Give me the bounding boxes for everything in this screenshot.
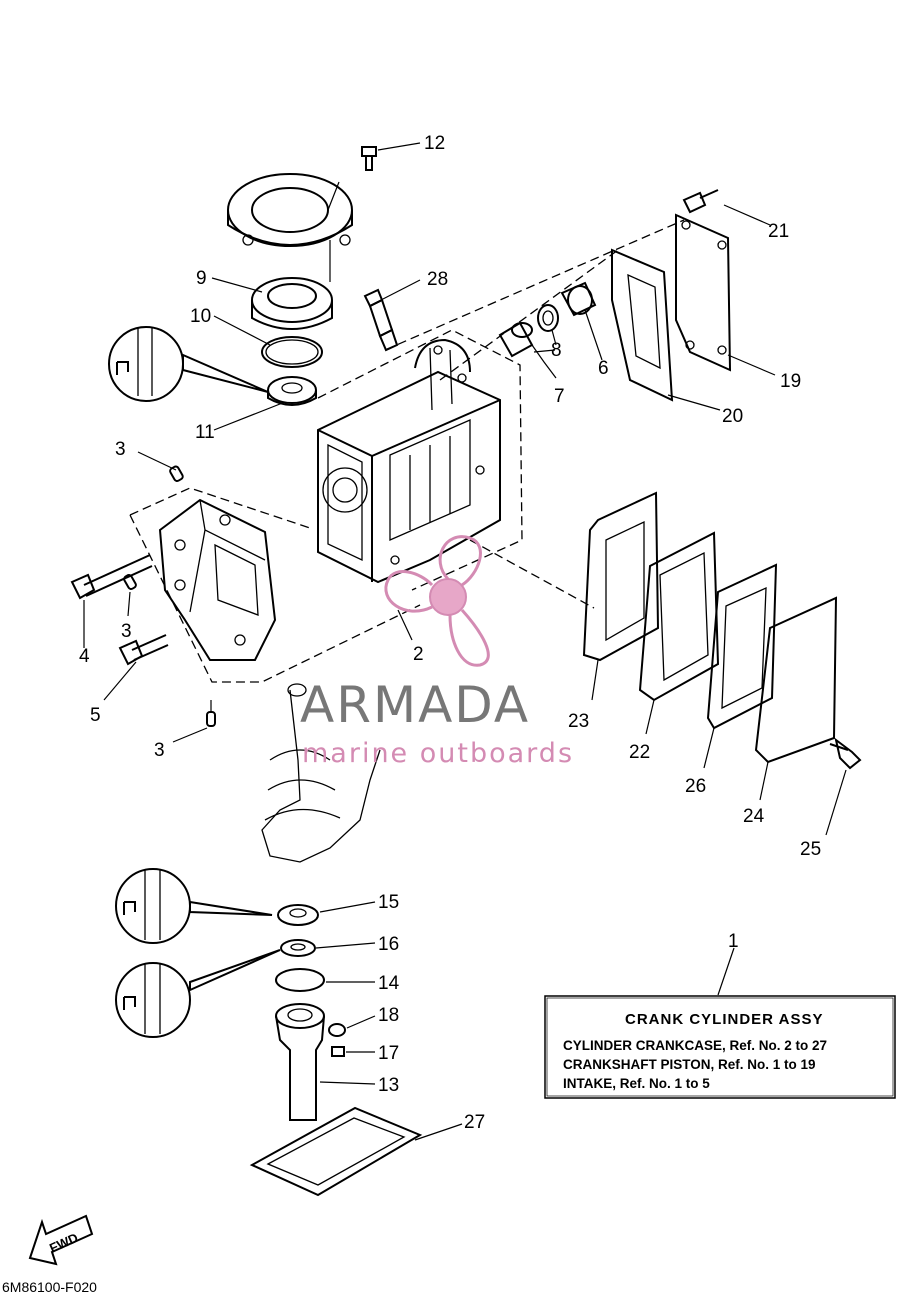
gasket-27: [249, 1106, 423, 1197]
cover-6: [560, 281, 597, 317]
crankcase-half: [129, 487, 421, 683]
gasket-8: [537, 304, 559, 332]
info-box-title: CRANK CYLINDER ASSY: [625, 1011, 823, 1028]
watermark-subtitle: marine outboards: [302, 738, 574, 769]
gasket-20: [611, 248, 674, 402]
part-number-22: 22: [629, 742, 650, 763]
part-number-7: 7: [554, 386, 565, 407]
part-number-26: 26: [685, 776, 706, 797]
info-box-line-3: INTAKE, Ref. No. 1 to 5: [563, 1076, 710, 1091]
oil-seal-11: [267, 376, 317, 406]
oil-seal-16: [280, 939, 316, 957]
part-number-24: 24: [743, 806, 765, 827]
exhaust-cover-19: [675, 213, 732, 372]
part-number-13: 13: [378, 1075, 399, 1096]
part-number-11: 11: [195, 422, 215, 443]
part-number-2: 2: [413, 644, 424, 665]
part-number-16: 16: [378, 934, 399, 955]
inset-seal-detail-top: [108, 326, 269, 402]
part-number-3a: 3: [115, 439, 126, 460]
part-number-12: 12: [424, 133, 445, 154]
part-number-28: 28: [427, 269, 448, 290]
oil-seal-15: [277, 904, 319, 926]
inset-seal-detail-mid: [115, 868, 273, 944]
bolt-25: [829, 737, 862, 770]
part-number-23: 23: [568, 711, 589, 732]
part-number-15: 15: [378, 892, 399, 913]
thermostat-7: [498, 321, 534, 358]
screw-17: [331, 1046, 345, 1057]
part-number-19: 19: [780, 371, 801, 392]
part-number-4: 4: [79, 646, 90, 667]
washer-18: [328, 1023, 346, 1037]
part-number-14: 14: [378, 973, 400, 994]
o-ring-10: [261, 336, 323, 368]
spark-plug-28: [363, 288, 399, 352]
watermark-brand: ARMADA: [300, 676, 530, 734]
seal-housing-13: [275, 1003, 325, 1121]
screw-12: [361, 146, 377, 171]
part-number-9: 9: [196, 268, 207, 289]
info-box-line-1: CYLINDER CRANKCASE, Ref. No. 2 to 27: [563, 1038, 827, 1053]
seal-housing-9: [251, 277, 333, 330]
part-number-18: 18: [378, 1005, 399, 1026]
part-number-6: 6: [598, 358, 609, 379]
cylinder-block: [317, 329, 523, 591]
part-number-25: 25: [800, 839, 821, 860]
info-box-line-2: CRANKSHAFT PISTON, Ref. No. 1 to 19: [563, 1057, 816, 1072]
fwd-arrow-icon: FWD: [28, 1214, 94, 1266]
part-number-3b: 3: [121, 621, 132, 642]
leader-lines: [83, 142, 847, 1141]
part-number-8: 8: [551, 340, 562, 361]
armada-logo-icon: [384, 535, 490, 667]
diagram-code: 6M86100-F020: [2, 1279, 97, 1294]
part-number-20: 20: [722, 406, 743, 427]
part-number-17: 17: [378, 1043, 399, 1064]
part-number-1: 1: [728, 931, 739, 952]
part-number-10: 10: [190, 306, 211, 327]
bolt-21: [682, 189, 719, 214]
part-number-21: 21: [768, 221, 789, 242]
part-number-27: 27: [464, 1112, 485, 1133]
assembly-info-box: CRANK CYLINDER ASSY CYLINDER CRANKCASE, …: [544, 995, 896, 1099]
gasket-23: [582, 491, 660, 662]
bearing-plate: [227, 173, 353, 247]
part-number-5: 5: [90, 705, 101, 726]
bolt-5: [118, 634, 169, 666]
bolt-4: [70, 554, 153, 600]
reed-valve-22: [638, 531, 720, 702]
intake-plate-24: [754, 596, 838, 764]
part-number-3c: 3: [154, 740, 165, 761]
o-ring-14: [275, 968, 325, 992]
gasket-26: [706, 563, 778, 730]
inset-seal-detail-low: [115, 949, 281, 1038]
drive-shaft-housing: [261, 683, 381, 863]
